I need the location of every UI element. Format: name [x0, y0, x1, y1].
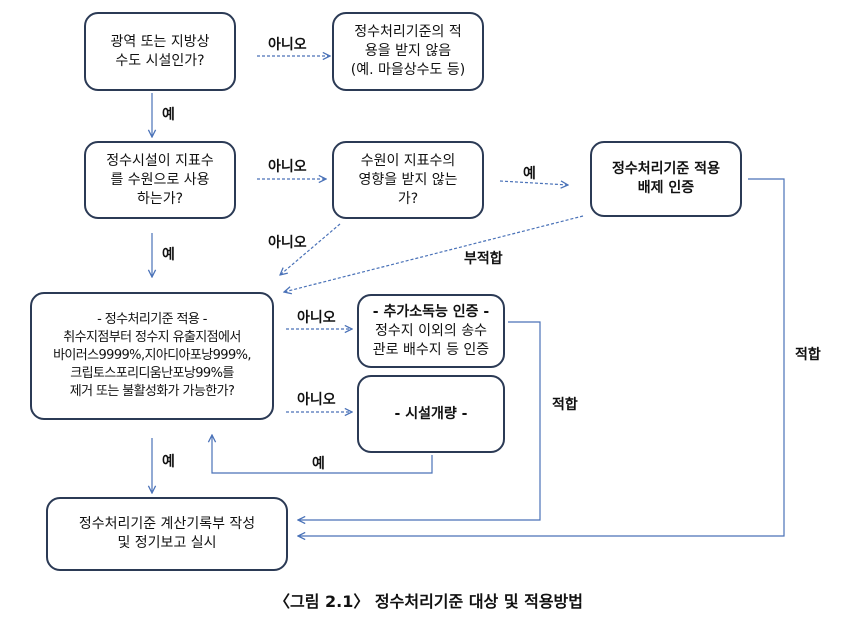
label-unsuitable: 부적합: [464, 251, 503, 267]
label-no: 아니오: [297, 310, 336, 326]
question-not-surface-influenced: 수원이 지표수의 영향을 받지 않는 가?: [332, 141, 484, 219]
box-line: 수원이 지표수의: [360, 152, 456, 169]
figure-caption: 〈그림 2.1〉 정수처리기준 대상 및 적용방법: [274, 592, 583, 611]
label-suitable: 적합: [795, 347, 821, 363]
label-no: 아니오: [268, 235, 307, 251]
box-line: 수도 시설인가?: [115, 52, 205, 69]
result-calculation-record-report: 정수처리기준 계산기록부 작성 및 정기보고 실시: [46, 497, 288, 571]
question-removal-inactivation: - 정수처리기준 적용 - 취수지점부터 정수지 유출지점에서 바이러스9999…: [30, 292, 274, 420]
arrow-r2-to-q4: [284, 215, 584, 292]
box-line: 제거 또는 불활성화가 가능한가?: [69, 384, 235, 399]
box-title: - 추가소독능 인증 -: [372, 303, 490, 320]
label-suitable: 적합: [552, 397, 578, 413]
label-yes: 예: [312, 456, 325, 472]
result-not-subject: 정수처리기준의 적 용을 받지 않음 (예. 마을상수도 등): [332, 12, 484, 91]
box-line: 바이러스9999%,지아디아포낭999%,: [53, 348, 251, 363]
box-line: 관로 배수지 등 인증: [372, 341, 490, 358]
box-line: 정수처리기준 계산기록부 작성: [78, 516, 256, 532]
result-additional-disinfection: - 추가소독능 인증 - 정수지 이외의 송수 관로 배수지 등 인증: [357, 294, 505, 368]
box-line: 및 정기보고 실시: [117, 535, 217, 551]
box-line: 정수시설이 지표수: [106, 152, 214, 169]
arrow-r3-to-r5: [298, 321, 541, 520]
question-municipal-water-supply: 광역 또는 지방상 수도 시설인가?: [84, 12, 236, 91]
box-line: - 시설개량 -: [394, 405, 468, 422]
question-surface-water-source: 정수시설이 지표수 를 수원으로 사용 하는가?: [84, 141, 236, 219]
box-line: 용을 받지 않음: [364, 43, 452, 59]
label-yes: 예: [523, 166, 536, 182]
box-line: 정수처리기준 적용: [612, 161, 720, 177]
box-line: 배제 인증: [637, 180, 695, 196]
label-no: 아니오: [268, 159, 307, 175]
result-facility-improvement: - 시설개량 -: [357, 375, 505, 453]
box-line: 정수처리기준의 적: [354, 24, 462, 40]
box-line: 하는가?: [136, 190, 184, 207]
label-yes: 예: [162, 107, 175, 123]
box-line: (예. 마을상수도 등): [350, 62, 466, 78]
arrow-q3-to-q4: [280, 223, 341, 275]
label-yes: 예: [162, 454, 175, 470]
arrow-r4-back-to-q4: [212, 435, 433, 474]
box-line: 가?: [397, 190, 419, 207]
label-no: 아니오: [297, 392, 336, 408]
arrow-r2-to-r5: [298, 178, 785, 536]
box-line: 영향을 받지 않는: [358, 171, 458, 188]
label-yes: 예: [162, 247, 175, 263]
label-no: 아니오: [268, 37, 307, 53]
box-line: 크립토스포리디움난포낭99%를: [70, 366, 234, 381]
arrow-q3-to-r2: [499, 180, 568, 185]
box-line: 취수지점부터 정수지 유출지점에서: [63, 330, 241, 345]
box-line: - 정수처리기준 적용 -: [97, 312, 207, 327]
box-line: 광역 또는 지방상: [110, 33, 210, 50]
box-line: 를 수원으로 사용: [110, 171, 210, 188]
box-line: 정수지 이외의 송수: [375, 322, 487, 339]
result-exemption-certification: 정수처리기준 적용 배제 인증: [590, 141, 742, 217]
